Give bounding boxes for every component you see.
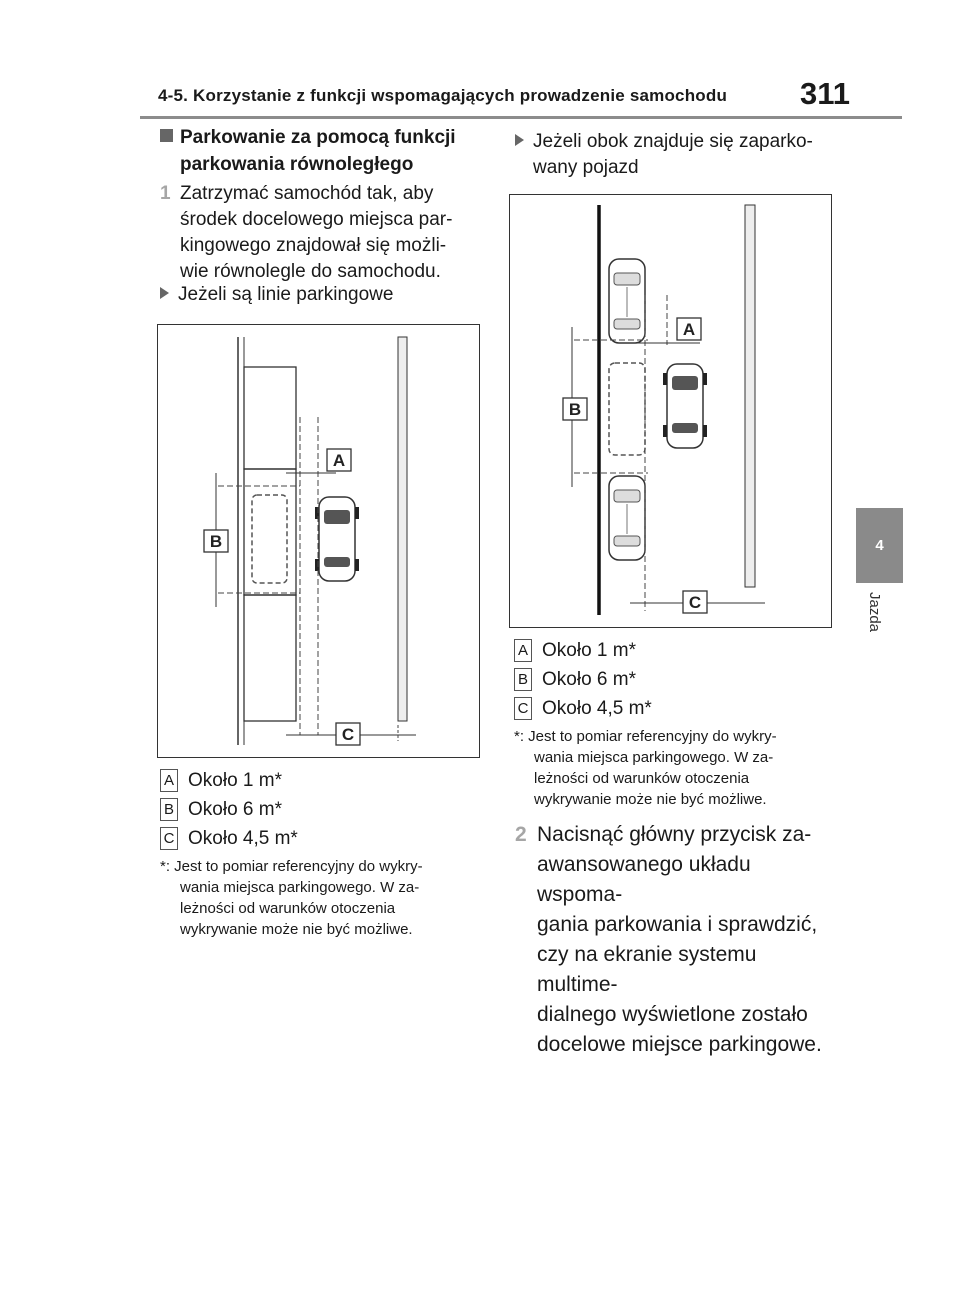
- step-text: środek docelowego miejsca par-: [180, 209, 453, 230]
- case-heading-text: Jeżeli obok znajduje się zaparko-: [533, 131, 813, 152]
- case-heading-lines: Jeżeli są linie parkingowe: [160, 284, 393, 306]
- legend-row: C Około 4,5 m*: [514, 694, 652, 723]
- section-heading: Parkowanie za pomocą funkcji parkowania …: [160, 124, 490, 178]
- step-text: wie równolegle do samochodu.: [180, 261, 441, 282]
- chapter-tab: 4: [856, 508, 903, 583]
- triangle-bullet-icon: [160, 287, 169, 299]
- legend-key: B: [514, 668, 532, 692]
- step-number: 1: [160, 183, 171, 204]
- legend-text: Około 4,5 m*: [542, 698, 652, 719]
- parking-lines-illustration: A B C: [203, 336, 416, 746]
- legend-row: B Około 6 m*: [514, 665, 652, 694]
- legend-left: A Około 1 m* B Około 6 m* C Około 4,5 m*: [160, 766, 298, 853]
- footnote-left: *: Jest to pomiar referencyjny do wykry-…: [160, 856, 490, 940]
- parking-lines-diagram: A B C: [157, 324, 480, 758]
- page-number: 311: [800, 76, 851, 111]
- vehicle-icon: [315, 496, 359, 582]
- step-text: czy na ekranie systemu multime-: [537, 943, 757, 996]
- triangle-bullet-icon: [515, 134, 524, 146]
- footnote-line: wykrywanie może nie być możliwe.: [534, 791, 767, 808]
- chapter-tab-label: Jazda: [866, 592, 883, 633]
- legend-row: A Około 1 m*: [514, 636, 652, 665]
- footnote-line: wykrywanie może nie być możliwe.: [180, 921, 413, 938]
- parked-car-illustration: A B C: [562, 204, 765, 615]
- step-2: 2 Nacisnąć główny przycisk za- awansowane…: [515, 820, 835, 1060]
- legend-text: Około 1 m*: [188, 770, 282, 791]
- parked-vehicle-icon: [608, 258, 646, 344]
- footnote-line: wania miejsca parkingowego. W za-: [534, 749, 774, 766]
- step-text: awansowanego układu wspoma-: [537, 853, 751, 906]
- legend-text: Około 6 m*: [542, 669, 636, 690]
- vehicle-icon: [663, 363, 707, 449]
- diagram-label-a: A: [333, 451, 345, 470]
- diagram-label-b: B: [569, 400, 581, 419]
- step-text: dialnego wyświetlone zostało: [537, 1003, 808, 1026]
- footnote-line: leżności od warunków otoczenia: [180, 900, 396, 917]
- parked-vehicle-icon: [608, 475, 646, 561]
- diagram-label-a: A: [683, 320, 695, 339]
- diagram-label-b: B: [210, 532, 222, 551]
- legend-key: C: [514, 697, 532, 721]
- parked-car-diagram: A B C: [509, 194, 832, 628]
- legend-key: A: [514, 639, 532, 663]
- step-text: docelowe miejsce parkingowe.: [537, 1033, 822, 1056]
- diagram-label-c: C: [342, 725, 354, 744]
- footnote-line: *: Jest to pomiar referencyjny do wykry-: [514, 728, 777, 745]
- legend-text: Około 1 m*: [542, 640, 636, 661]
- footnote-line: *: Jest to pomiar referencyjny do wykry-: [160, 858, 423, 875]
- legend-row: C Około 4,5 m*: [160, 824, 298, 853]
- legend-text: Około 6 m*: [188, 799, 282, 820]
- step-text: Nacisnąć główny przycisk za-: [537, 823, 812, 846]
- legend-key: C: [160, 827, 178, 851]
- footnote-line: leżności od warunków otoczenia: [534, 770, 750, 787]
- case-heading-text: wany pojazd: [533, 157, 639, 178]
- legend-row: A Około 1 m*: [160, 766, 298, 795]
- footnote-right: *: Jest to pomiar referencyjny do wykry-…: [514, 726, 844, 810]
- step-text: Zatrzymać samochód tak, aby: [180, 183, 434, 204]
- step-text: gania parkowania i sprawdzić,: [537, 913, 818, 936]
- case-heading-car: Jeżeli obok znajduje się zaparko- wany p…: [515, 129, 845, 181]
- section-heading-line: Parkowanie za pomocą funkcji: [180, 127, 456, 148]
- chapter-title: 4-5. Korzystanie z funkcji wspomagającyc…: [158, 86, 728, 105]
- header-divider: [140, 116, 902, 119]
- step-1: 1 Zatrzymać samochód tak, aby środek doce…: [160, 181, 490, 285]
- case-heading-text: Jeżeli są linie parkingowe: [178, 284, 394, 305]
- footnote-line: wania miejsca parkingowego. W za-: [180, 879, 420, 896]
- section-heading-line: parkowania równoległego: [180, 154, 414, 175]
- step-text: kingowego znajdował się możli-: [180, 235, 447, 256]
- step-number: 2: [515, 823, 527, 846]
- square-bullet-icon: [160, 129, 173, 142]
- legend-row: B Około 6 m*: [160, 795, 298, 824]
- legend-text: Około 4,5 m*: [188, 828, 298, 849]
- legend-key: A: [160, 769, 178, 793]
- legend-right: A Około 1 m* B Około 6 m* C Około 4,5 m*: [514, 636, 652, 723]
- legend-key: B: [160, 798, 178, 822]
- diagram-label-c: C: [689, 593, 701, 612]
